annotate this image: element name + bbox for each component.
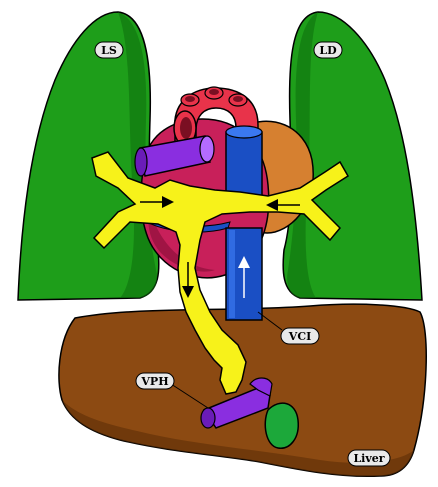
aorta-branch-1-lumen [185,96,195,102]
aorta-branch-2-lumen [209,89,219,95]
label-right-lung-text: LD [319,44,337,57]
pulmonary-trunk-lumen [180,117,192,139]
label-vena-cava-text: VCI [288,330,311,343]
label-left-lung: LS [95,42,123,58]
label-liver: Liver [348,450,390,466]
portal-vein-end [201,408,215,428]
gallbladder [265,403,298,448]
label-right-lung: LD [314,42,342,58]
aorta-branch-3-lumen [233,96,243,102]
label-left-lung-text: LS [101,44,117,57]
label-liver-text: Liver [353,452,384,465]
label-vena-cava: VCI [281,328,319,344]
pulmonary-vein-end-left [135,148,147,176]
label-portal-vein: VPH [136,373,174,389]
label-portal-vein-text: VPH [140,375,168,388]
pulmonary-vein-end [200,136,214,162]
inferior-vena-cava-highlight [229,230,235,318]
superior-vena-cava [226,132,262,196]
superior-vena-cava-top [226,126,262,138]
